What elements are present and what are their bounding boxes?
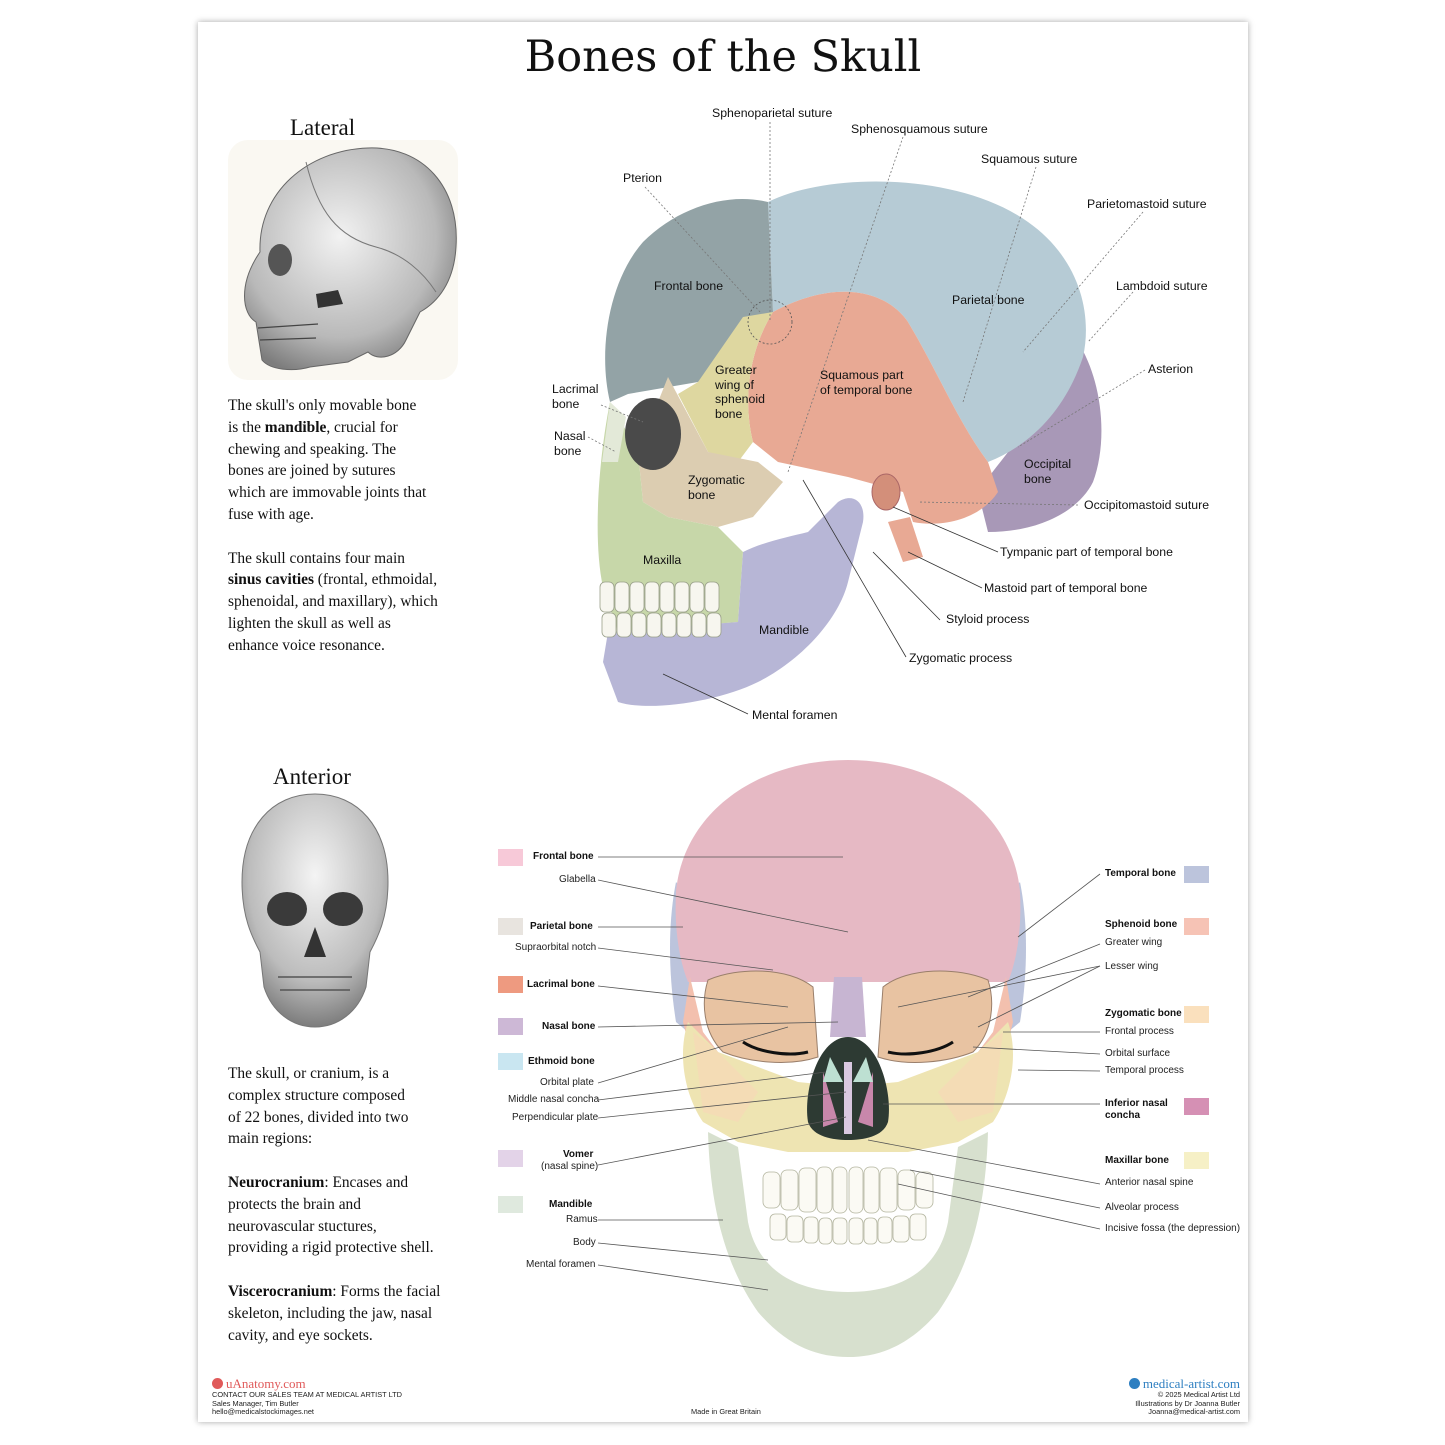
label-squamous-suture: Squamous suture bbox=[981, 152, 1078, 166]
label-mandible: Mandible bbox=[759, 623, 809, 637]
poster: Bones of the Skull Lateral The skull's o… bbox=[198, 22, 1248, 1422]
uanatomy-logo-icon bbox=[212, 1378, 223, 1389]
label-parietal-bone: Parietal bone bbox=[952, 293, 1025, 307]
label-a-perpendicular-plate: Perpendicular plate bbox=[512, 1112, 599, 1123]
swatch-mandible bbox=[498, 1196, 523, 1213]
lateral-skull-illustration bbox=[587, 122, 1146, 715]
label-a-alveolar-process: Alveolar process bbox=[1105, 1202, 1179, 1213]
label-a-orbital-surface: Orbital surface bbox=[1105, 1048, 1171, 1059]
label-zygomatic-process: Zygomatic process bbox=[909, 651, 1013, 665]
label-a-ethmoid-bone: Ethmoid bone bbox=[528, 1056, 595, 1067]
label-a-lesser-wing: Lesser wing bbox=[1105, 961, 1159, 972]
label-a-ramus: Ramus bbox=[566, 1214, 598, 1225]
footer-right: medical-artist.com © 2025 Medical Artist… bbox=[1078, 1376, 1240, 1417]
label-tympanic-part: Tympanic part of temporal bone bbox=[1000, 545, 1173, 559]
label-lambdoid-suture: Lambdoid suture bbox=[1116, 279, 1208, 293]
anterior-thumbnail bbox=[241, 793, 389, 1028]
label-maxilla: Maxilla bbox=[643, 553, 682, 567]
link-artist-email[interactable]: Joanna@medical-artist.com bbox=[1148, 1407, 1240, 1417]
medical-artist-logo-icon bbox=[1128, 1378, 1140, 1389]
label-a-parietal-bone: Parietal bone bbox=[530, 921, 593, 932]
label-a-body: Body bbox=[573, 1237, 596, 1248]
swatch-nasal bbox=[498, 1018, 523, 1035]
swatch-sphenoid bbox=[1184, 918, 1209, 935]
label-a-vomer: Vomer bbox=[563, 1149, 594, 1160]
swatch-vomer bbox=[498, 1150, 523, 1167]
label-a-zygomatic-bone: Zygomatic bone bbox=[1105, 1008, 1182, 1019]
swatch-temporal bbox=[1184, 866, 1209, 883]
lateral-thumbnail bbox=[228, 140, 458, 380]
label-a-temporal-process: Temporal process bbox=[1105, 1065, 1184, 1076]
swatch-inferior-concha bbox=[1184, 1098, 1209, 1115]
label-a-frontal-process: Frontal process bbox=[1105, 1026, 1174, 1037]
label-mental-foramen: Mental foramen bbox=[752, 708, 838, 722]
label-mastoid-part: Mastoid part of temporal bone bbox=[984, 581, 1148, 595]
swatch-lacrimal bbox=[498, 976, 523, 993]
label-a-maxillar-bone: Maxillar bone bbox=[1105, 1155, 1169, 1166]
label-sphenoparietal-suture: Sphenoparietal suture bbox=[712, 106, 833, 120]
label-a-nasal-bone: Nasal bone bbox=[542, 1021, 596, 1032]
label-sphenosquamous-suture: Sphenosquamous suture bbox=[851, 122, 988, 136]
label-a-lacrimal-bone: Lacrimal bone bbox=[527, 979, 595, 990]
swatch-parietal bbox=[498, 918, 523, 935]
swatch-ethmoid bbox=[498, 1053, 523, 1070]
anterior-skull-illustration bbox=[597, 760, 1101, 1357]
link-medical-artist[interactable]: medical-artist.com bbox=[1142, 1376, 1240, 1391]
label-pterion: Pterion bbox=[623, 171, 662, 185]
footer-made-in: Made in Great Britain bbox=[691, 1407, 761, 1416]
link-sales-email[interactable]: hello@medicalstockimages.net bbox=[212, 1407, 314, 1417]
anterior-heading: Anterior bbox=[273, 764, 351, 789]
lateral-heading: Lateral bbox=[290, 115, 356, 140]
label-a-incisive-fossa: Incisive fossa (the depression) bbox=[1105, 1223, 1241, 1234]
label-a-frontal-bone: Frontal bone bbox=[533, 851, 594, 862]
footer-left: uAnatomy.com CONTACT OUR SALES TEAM AT M… bbox=[212, 1376, 403, 1417]
link-uanatomy[interactable]: uAnatomy.com bbox=[226, 1376, 306, 1391]
swatch-frontal bbox=[498, 849, 523, 866]
label-a-vomer-sub: (nasal spine) bbox=[541, 1161, 599, 1172]
label-a-orbital-plate: Orbital plate bbox=[540, 1077, 594, 1088]
label-occipitomastoid-suture: Occipitomastoid suture bbox=[1084, 498, 1210, 512]
label-a-anterior-nasal-spine: Anterior nasal spine bbox=[1105, 1177, 1194, 1188]
label-parietomastoid-suture: Parietomastoid suture bbox=[1087, 197, 1207, 211]
label-a-glabella: Glabella bbox=[559, 874, 596, 885]
label-a-middle-nasal-concha: Middle nasal concha bbox=[508, 1094, 600, 1105]
label-a-mental-foramen: Mental foramen bbox=[526, 1259, 596, 1270]
label-a-greater-wing: Greater wing bbox=[1105, 937, 1163, 948]
label-a-temporal-bone: Temporal bone bbox=[1105, 868, 1176, 879]
swatch-zygomatic bbox=[1184, 1006, 1209, 1023]
swatch-maxillar bbox=[1184, 1152, 1209, 1169]
label-asterion: Asterion bbox=[1148, 362, 1194, 376]
label-frontal-bone: Frontal bone bbox=[654, 279, 724, 293]
label-a-supraorbital-notch: Supraorbital notch bbox=[515, 942, 597, 953]
label-styloid-process: Styloid process bbox=[946, 612, 1030, 626]
label-a-sphenoid-bone: Sphenoid bone bbox=[1105, 919, 1178, 930]
page-title: Bones of the Skull bbox=[524, 32, 922, 82]
label-a-mandible: Mandible bbox=[549, 1199, 593, 1210]
